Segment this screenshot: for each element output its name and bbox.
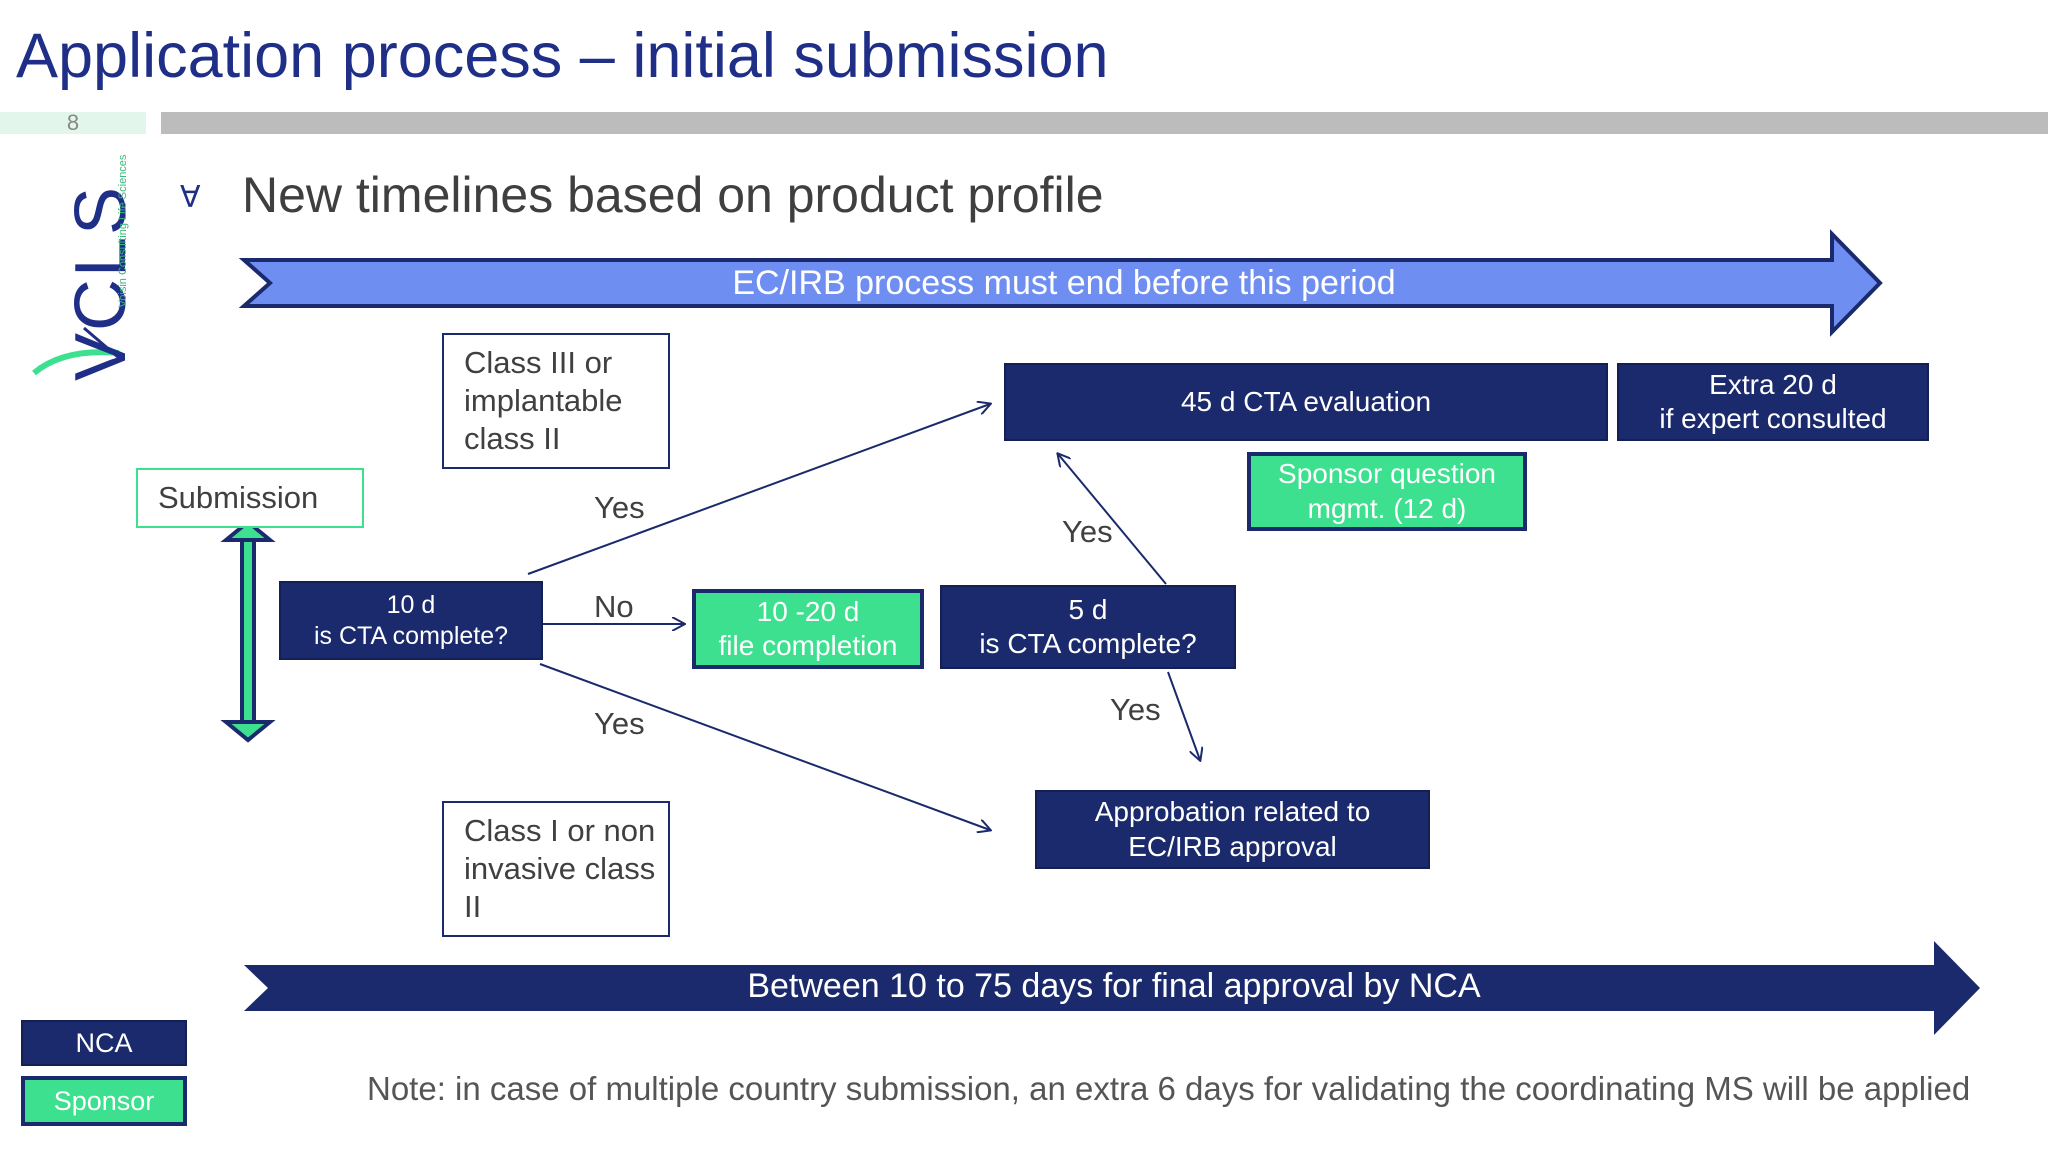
arrow-5d-to-approbation: [1167, 671, 1200, 760]
logo-swoosh-icon: [32, 326, 120, 376]
submission-box: Submission: [136, 468, 364, 528]
slide-number-bar: [0, 112, 146, 134]
extra-expert-box: Extra 20 d if expert consulted: [1617, 363, 1929, 441]
class-low-box: Class I or non invasive class II: [442, 801, 670, 937]
cta-check-5d-box: 5 d is CTA complete?: [940, 585, 1236, 669]
page-title: Application process – initial submission: [16, 21, 1109, 91]
label-yes-5d-down: Yes: [1110, 692, 1161, 727]
label-no: No: [594, 589, 634, 624]
extra-expert-days: Extra 20 d: [1709, 368, 1837, 400]
bullet-text: New timelines based on product profile: [242, 167, 1104, 223]
file-completion-label: file completion: [718, 630, 898, 661]
cta-check-10d-question: is CTA complete?: [313, 621, 509, 650]
ec-irb-arrow-label: EC/IRB process must end before this peri…: [732, 264, 1396, 302]
slide-number: 8: [66, 110, 80, 135]
cta-check-10d-box: 10 d is CTA complete?: [279, 581, 543, 660]
arrow-5d-to-eval: [1058, 454, 1167, 585]
arrow-yes-lower: [539, 663, 990, 830]
submission-double-arrow: [220, 519, 276, 743]
file-completion-days: 10 -20 d: [756, 595, 860, 627]
file-completion-box: 10 -20 d file completion: [692, 589, 924, 669]
nca-approval-arrow: [244, 941, 1980, 1035]
class-high-box: Class III or implantable class II: [442, 333, 670, 469]
label-yes-5d-up: Yes: [1062, 514, 1113, 549]
bullet-icon: ∀: [180, 181, 201, 214]
approbation-box: Approbation related to EC/IRB approval: [1035, 790, 1430, 869]
footnote: Note: in case of multiple country submis…: [367, 1070, 1971, 1107]
header-divider: [161, 112, 2048, 134]
nca-approval-arrow-label: Between 10 to 75 days for final approval…: [747, 967, 1481, 1005]
approbation-line1: Approbation related to: [1094, 796, 1371, 828]
sponsor-question-label: Sponsor question: [1278, 458, 1496, 490]
approbation-line2: EC/IRB approval: [1128, 830, 1337, 862]
cta-check-10d-days: 10 d: [386, 591, 436, 619]
label-yes-lower: Yes: [594, 706, 645, 741]
cta-evaluation-box: 45 d CTA evaluation: [1004, 363, 1608, 441]
ec-irb-arrow: [238, 229, 1883, 337]
legend-sponsor: Sponsor: [21, 1076, 187, 1126]
vcls-logo: [24, 148, 144, 378]
arrow-yes-upper: [527, 404, 990, 575]
cta-check-5d-question: is CTA complete?: [979, 628, 1197, 659]
sponsor-question-box: Sponsor question mgmt. (12 d): [1247, 452, 1527, 531]
label-yes-upper: Yes: [594, 490, 645, 525]
sponsor-question-days: mgmt. (12 d): [1307, 492, 1467, 524]
cta-check-5d-days: 5 d: [1068, 593, 1108, 625]
extra-expert-condition: if expert consulted: [1659, 403, 1887, 434]
legend-nca: NCA: [21, 1020, 187, 1066]
